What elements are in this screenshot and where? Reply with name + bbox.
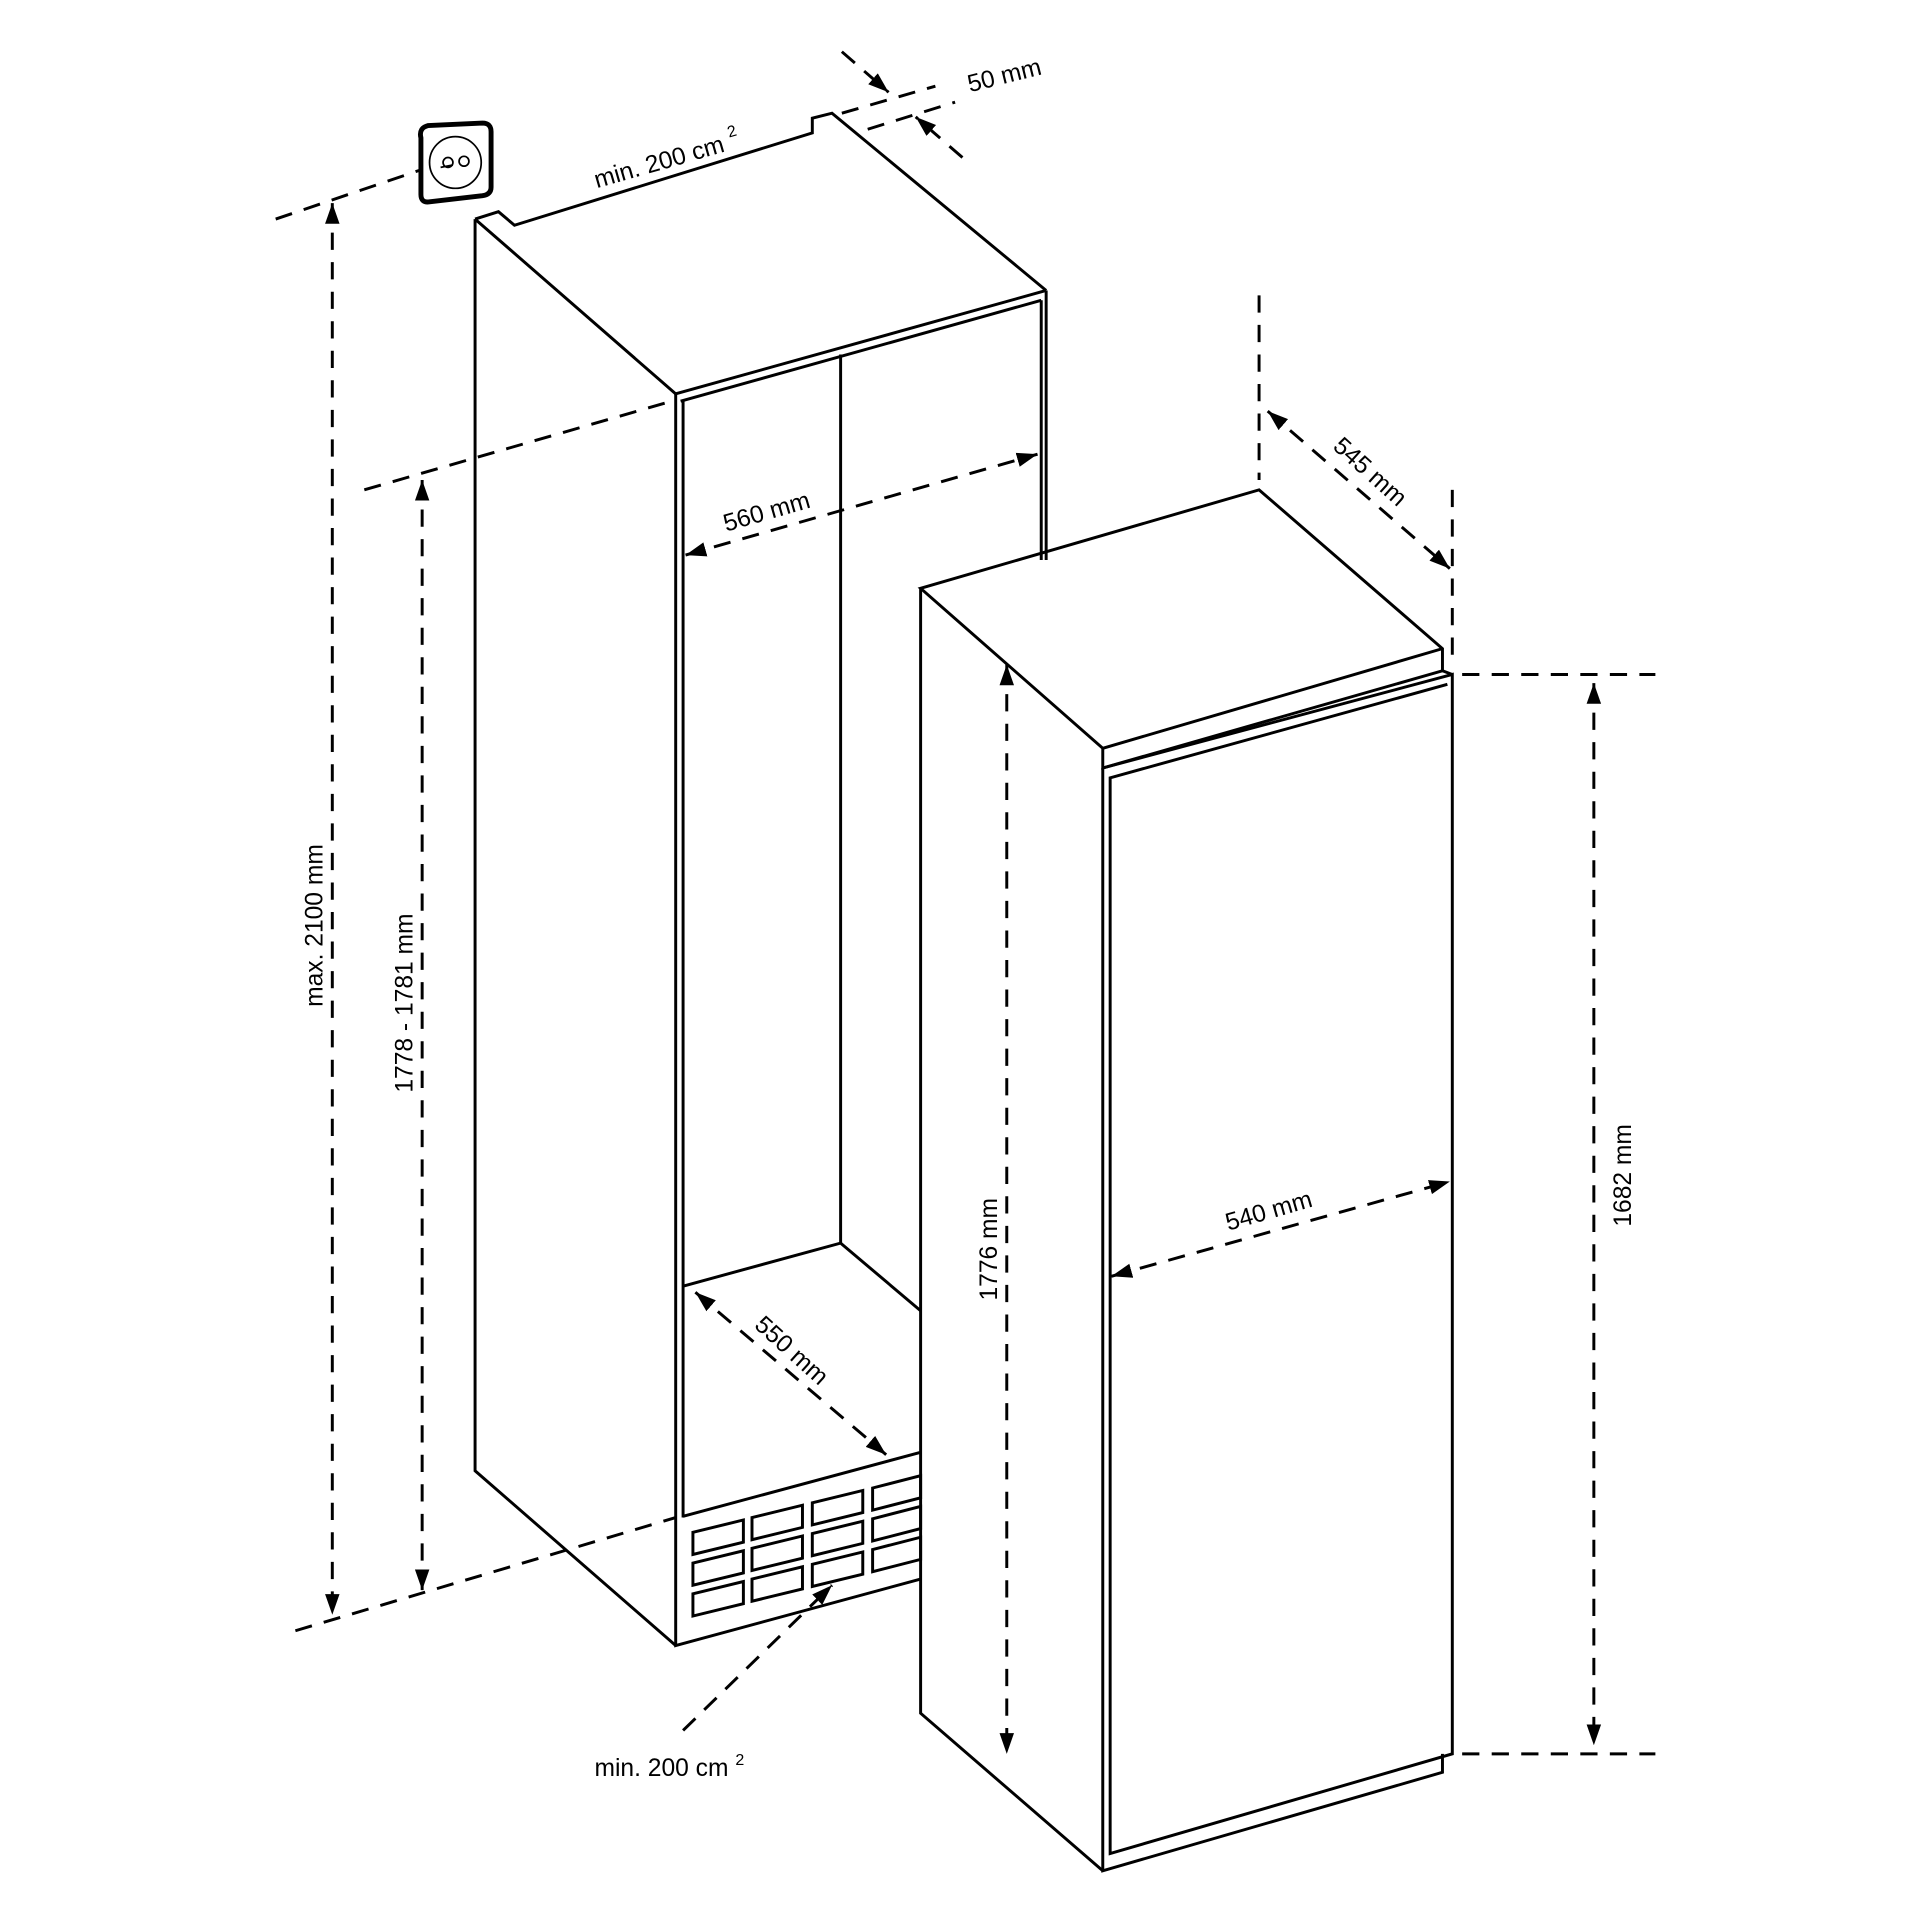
door-height-label: 1682 mm	[1610, 1124, 1637, 1227]
dimension-appliance-height: 1776 mm	[976, 664, 1015, 1754]
top-gap-label: 50 mm	[965, 54, 1045, 98]
appliance-width-label: 540 mm	[1223, 1186, 1316, 1236]
niche-height-label: 1778 - 1781 mm	[391, 913, 418, 1092]
dimension-top-gap: 50 mm	[840, 50, 1045, 159]
cabinet-niche	[473, 111, 1048, 1648]
appliance-height-label: 1776 mm	[976, 1198, 1003, 1301]
dimension-niche-depth: 550 mm	[694, 1291, 888, 1456]
dimension-top-vent: min. 200 cm 2	[590, 123, 743, 194]
refrigerator	[917, 488, 1454, 1873]
dimension-appliance-depth: 545 mm	[1257, 295, 1454, 665]
dimension-bottom-vent: min. 200 cm 2	[594, 1584, 834, 1782]
bottom-vent-label: min. 200 cm 2	[594, 1752, 744, 1782]
max-height-label: max. 2100 mm	[301, 844, 328, 1007]
dimension-appliance-width: 540 mm	[1110, 1180, 1451, 1278]
niche-width-label: 560 mm	[720, 487, 813, 537]
dimension-niche-width: 560 mm	[685, 452, 1038, 557]
vent-grille	[691, 1473, 923, 1618]
top-vent-label: min. 200 cm 2	[590, 123, 743, 194]
power-socket-icon	[418, 120, 494, 205]
niche-depth-label: 550 mm	[749, 1311, 833, 1391]
dimension-max-height: max. 2100 mm	[275, 168, 677, 1633]
dimension-door-height: 1682 mm	[1462, 672, 1656, 1756]
dimension-niche-height: 1778 - 1781 mm	[363, 398, 677, 1591]
